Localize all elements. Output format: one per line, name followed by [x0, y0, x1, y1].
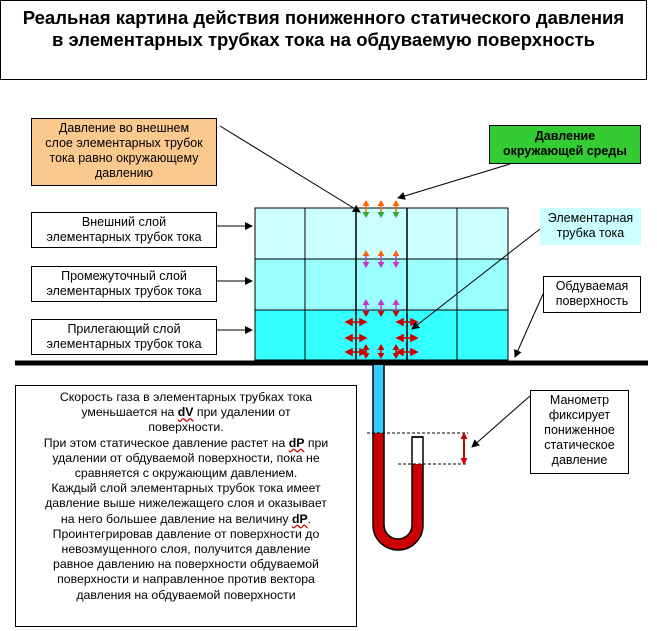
manometer-label: Манометр фиксирует пониженное статическо…	[530, 390, 629, 474]
manometer	[367, 365, 468, 551]
pressure-arrows-horizontal	[344, 317, 419, 357]
title-line-1: Реальная картина действия пониженного ст…	[22, 7, 625, 28]
pressure-arrows-adjacent	[362, 299, 400, 317]
layer-grid-lines	[304, 208, 458, 360]
pressure-arrows-outer	[362, 200, 400, 218]
callout-lines	[217, 125, 544, 448]
ambient-pressure-label: Давление окружающей среды	[489, 125, 641, 164]
title-line-2: в элементарных трубках тока на обдуваему…	[51, 29, 596, 50]
explanation-box: Скорость газа в элементарных трубках ток…	[15, 385, 357, 627]
pressure-arrows-middle	[362, 250, 400, 268]
blown-surface-label: Обдуваемая поверхность	[543, 276, 641, 313]
pressure-arrows-bottom	[362, 344, 400, 359]
elementary-tube-label: Элементарная трубка тока	[540, 208, 641, 245]
title-box: Реальная картина действия пониженного ст…	[0, 0, 647, 80]
outer-layer-label: Внешний слой элементарных трубок тока	[31, 212, 217, 248]
outer-pressure-note: Давление во внешнем слое элементарных тр…	[31, 118, 217, 186]
middle-layer-label: Промежуточный слой элементарных трубок т…	[31, 266, 217, 302]
adjacent-layer-label: Прилегающий слой элементарных трубок ток…	[31, 319, 217, 355]
